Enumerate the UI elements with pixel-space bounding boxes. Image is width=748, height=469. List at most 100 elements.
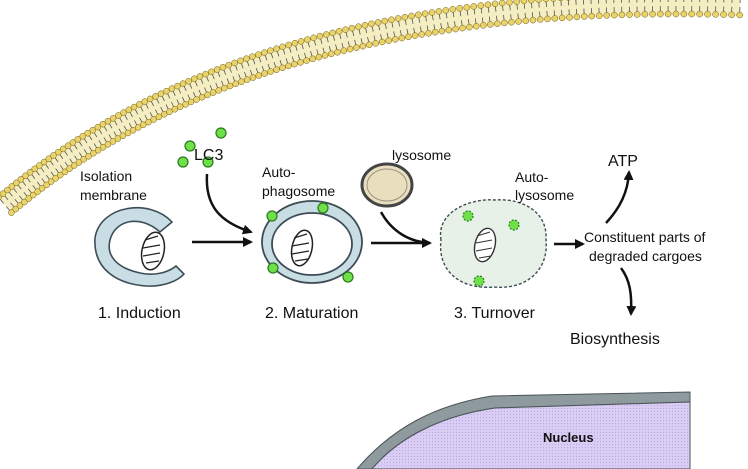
- lipid-head: [329, 29, 336, 37]
- lipid-head: [431, 28, 439, 36]
- lipid-head: [40, 158, 48, 166]
- lipid-head: [291, 60, 298, 68]
- lipid-head: [566, 14, 573, 21]
- lipid-head: [452, 25, 459, 33]
- lipid-head: [26, 169, 34, 176]
- lipid-head: [38, 185, 46, 192]
- lipid-head: [515, 18, 522, 25]
- lipid-head: [550, 0, 557, 2]
- lipid-head: [74, 136, 82, 143]
- lipid-head: [342, 26, 349, 33]
- lipid-head: [728, 11, 735, 19]
- lipid-head: [160, 111, 168, 118]
- lipid-head: [415, 11, 422, 19]
- lipid-head: [22, 172, 29, 180]
- products-label: Constituent parts of: [584, 229, 706, 245]
- lipid-head: [285, 62, 292, 70]
- lipid-head: [361, 21, 369, 29]
- bilayer-outer-strip: [0, 0, 741, 214]
- lipid-head: [225, 61, 232, 69]
- lipid-head: [480, 22, 487, 29]
- stage-label-turnover: 3. Turnover: [454, 305, 536, 322]
- lipid-head: [47, 178, 55, 185]
- lipid-head: [595, 12, 603, 20]
- lipid-head: [323, 31, 330, 38]
- lipid-head: [611, 11, 618, 19]
- lipid-head: [104, 141, 112, 148]
- lipid-head: [484, 1, 492, 8]
- isolation-membrane-label: Isolation: [80, 168, 132, 184]
- lipid-head: [204, 91, 211, 99]
- lipid-head: [115, 112, 122, 119]
- lipid-head: [466, 23, 473, 31]
- lipid-head: [125, 106, 133, 114]
- lipid-head: [61, 168, 69, 176]
- lipid-tail: [560, 0, 562, 6]
- lipid-head: [401, 13, 409, 21]
- lipid-head: [473, 23, 480, 30]
- lipid-head: [179, 80, 187, 87]
- atp-label: ATP: [608, 153, 638, 170]
- lc3-dot: [267, 262, 279, 274]
- lipid-head: [176, 103, 184, 111]
- lipid-head: [535, 0, 542, 3]
- lipid-head: [94, 123, 102, 131]
- lipid-head: [31, 165, 38, 173]
- lipid-head: [119, 132, 127, 140]
- mitochondrion-icon: [140, 231, 166, 271]
- lipid-head: [25, 195, 32, 202]
- lipid-head: [34, 188, 41, 195]
- lc3-dot: [317, 202, 329, 214]
- lipid-head: [359, 42, 367, 50]
- lipid-head: [80, 156, 87, 163]
- lipid-head: [255, 72, 263, 79]
- lipid-head: [29, 191, 37, 199]
- lipid-head: [335, 28, 343, 35]
- lipid-head: [303, 57, 310, 64]
- lipid-head: [17, 176, 25, 183]
- nucleus: [356, 391, 691, 469]
- lipid-head: [85, 153, 92, 160]
- lipid-head: [558, 0, 564, 2]
- lipid-head: [13, 179, 20, 187]
- mitochondrion-icon: [290, 229, 314, 267]
- lipid-head: [157, 90, 165, 97]
- lipid-head: [522, 17, 530, 25]
- pathway-arrows: [192, 170, 637, 316]
- lipid-head: [84, 129, 91, 137]
- lipid-head: [8, 183, 16, 190]
- lipid-head: [202, 70, 209, 78]
- lipid-head: [285, 41, 292, 49]
- lipid-head: [75, 159, 83, 166]
- lipid-head: [124, 129, 132, 137]
- lipid-head: [394, 15, 402, 22]
- lipid-head: [513, 0, 520, 5]
- autolysosome-label: lysosome: [515, 187, 574, 203]
- lipid-head: [50, 152, 57, 159]
- lipid-head: [213, 66, 221, 73]
- arrow-lc3-to-autophagosome: [205, 173, 253, 235]
- lipid-head: [316, 32, 324, 40]
- lipid-head: [328, 50, 335, 58]
- lipid-head: [529, 16, 537, 24]
- lipid-head: [150, 116, 157, 123]
- lipid-head: [243, 55, 250, 62]
- lipid-head: [405, 33, 412, 41]
- lipid-head: [243, 76, 251, 83]
- lipid-head: [208, 68, 215, 76]
- lipid-head: [470, 3, 478, 10]
- lipid-head: [43, 181, 50, 189]
- autolysosome-label: Auto-: [515, 169, 549, 185]
- autophagosome-label: phagosome: [262, 183, 335, 199]
- lipid-head: [520, 0, 528, 5]
- lipid-head: [310, 34, 317, 42]
- lipid-head: [273, 66, 280, 73]
- biosynthesis-label: Biosynthesis: [570, 331, 660, 348]
- lipid-head: [736, 11, 743, 19]
- lipid-head: [146, 95, 154, 103]
- lipid-head: [309, 55, 316, 63]
- lipid-head: [551, 15, 559, 22]
- lipid-head: [79, 133, 87, 140]
- lipid-head: [4, 186, 11, 194]
